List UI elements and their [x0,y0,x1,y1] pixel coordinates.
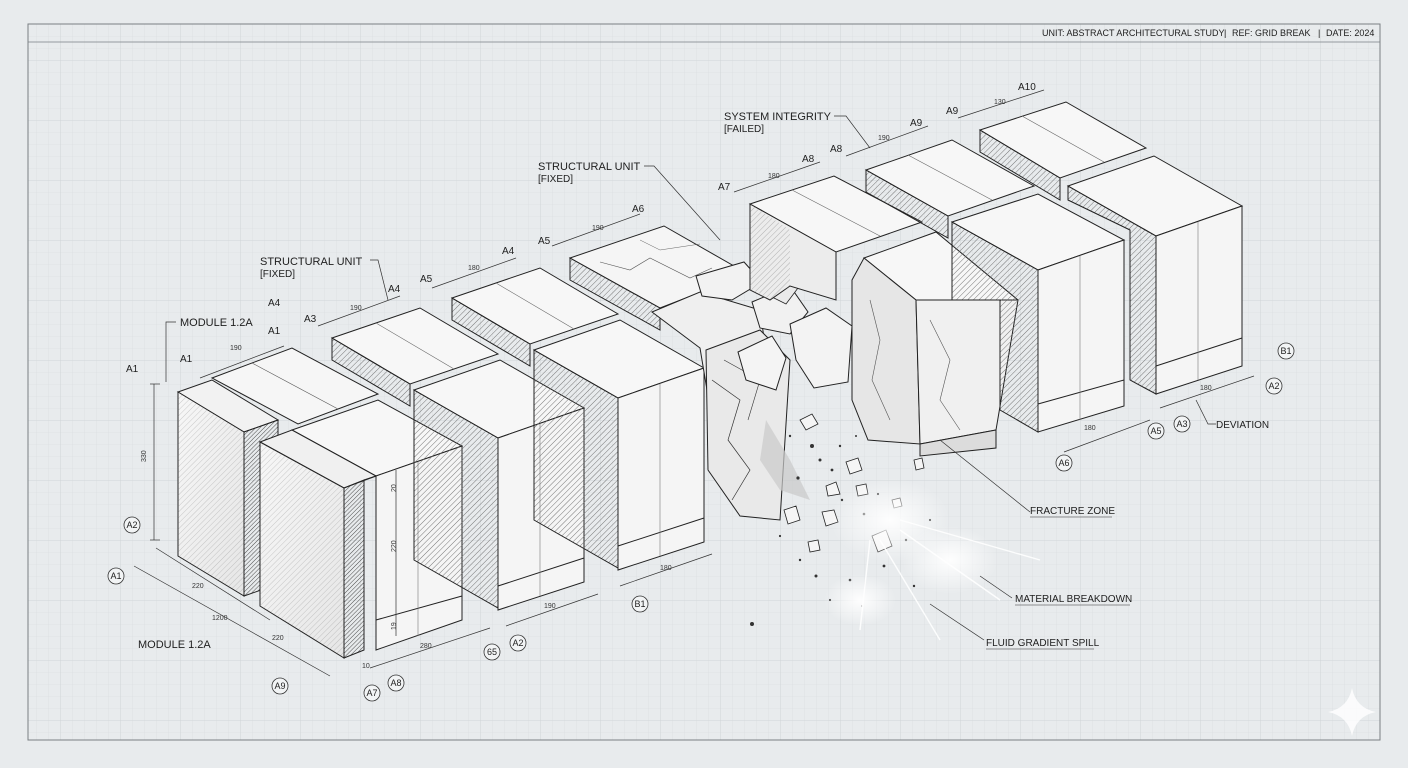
marker-text: 65 [487,647,497,657]
svg-text:|: | [1318,28,1320,38]
grid-label: A5 [420,274,433,285]
dim-value: 180 [468,265,480,272]
dim-value: 190 [230,345,242,352]
dim-value: 180 [1200,385,1212,392]
grid-label: A4 [388,284,401,295]
block-a1-back [210,347,380,425]
dim-value: 220 [192,583,204,590]
block-a9-front [950,193,1126,433]
circled-markers [107,342,1295,702]
grid-label: A8 [802,154,815,165]
label-module-top: MODULE 1.2A [180,317,253,329]
grid-label: A3 [304,314,317,325]
dim-value: 1200 [212,615,228,622]
grid-label: A1 [268,326,281,337]
dim-value: 130 [994,99,1006,106]
label-material-breakdown: MATERIAL BREAKDOWN [1015,594,1132,605]
label-structural-2: STRUCTURAL UNIT [538,161,641,173]
dim-value: 19 [391,622,398,630]
marker-text: A2 [126,520,137,530]
marker-text: A1 [110,571,121,581]
header-ref: REF: GRID BREAK [1232,28,1311,38]
svg-text:A4: A4 [502,246,515,257]
header-unit: UNIT: ABSTRACT ARCHITECTURAL STUDY [1042,28,1225,38]
marker-text: A7 [366,688,377,698]
label-module-bottom: MODULE 1.2A [138,639,211,651]
grid-label: A7 [718,182,731,193]
marker-text: A3 [1176,419,1187,429]
dim-value: 190 [878,135,890,142]
label-deviation: DEVIATION [1216,420,1269,431]
dim-value: 180 [768,173,780,180]
dim-value: 280 [420,643,432,650]
label-structural-2-status: [FIXED] [538,174,573,185]
label-fluid-spill: FLUID GRADIENT SPILL [986,638,1100,649]
label-system-integrity: SYSTEM INTEGRITY [724,111,832,123]
block-a9 [864,139,1036,239]
block-a5 [450,267,620,367]
grid-label-left: A1 [126,364,139,375]
grid-label: A9 [910,118,923,129]
dim-value: 220 [272,635,284,642]
block-a8-tall [748,175,924,301]
marker-text: B1 [634,599,645,609]
marker-text: A5 [1150,426,1161,436]
dim-value: 220 [391,540,398,552]
grid-label: A1 [180,354,193,365]
dim-value: 180 [660,565,672,572]
dimension-values: 190 190 180 190 180 190 130 180 220 1200… [141,99,1212,670]
marker-text: A8 [390,678,401,688]
grid-label: A8 [830,144,843,155]
label-fracture-zone: FRACTURE ZONE [1030,506,1115,517]
grid-label: A5 [538,236,551,247]
grid-labels-top: A1 A1 A3 A4 A4 A5 A5 A6 A7 A8 A8 A9 A9 A… [126,82,1036,375]
dim-value: 190 [592,225,604,232]
dim-value: 330 [141,450,148,462]
sparkle-icon [1328,688,1376,736]
frame-border [27,23,1381,741]
fracture-zone [651,261,1041,641]
grid-label: A10 [1018,82,1036,93]
svg-text:|: | [1224,28,1226,38]
block-a3 [330,307,500,407]
marker-text: A2 [512,638,523,648]
header-bar: UNIT: ABSTRACT ARCHITECTURAL STUDY | REF… [1042,28,1374,38]
dim-value: 10 [362,663,370,670]
block-a10-front [1066,155,1244,395]
marker-text: B1 [1280,346,1291,356]
dim-value: 20 [391,484,398,492]
circled-marker-text: A2 A1 A9 A7 A8 65 A2 B1 A6 A5 A3 A2 B1 [110,346,1291,698]
label-integrity-status: [FAILED] [724,124,764,135]
block-a6 [532,319,706,571]
dim-value: 180 [1084,425,1096,432]
grid-label: A9 [946,106,959,117]
label-structural-1-status: [FIXED] [260,269,295,280]
grid-label: A4 [268,298,281,309]
marker-text: A2 [1268,381,1279,391]
label-structural-1: STRUCTURAL UNIT [260,256,363,268]
block-a10 [978,101,1148,201]
callout-labels: MODULE 1.2A MODULE 1.2A STRUCTURAL UNIT … [138,111,1269,651]
marker-text: A9 [274,681,285,691]
dim-value: 190 [350,305,362,312]
header-date: DATE: 2024 [1326,28,1374,38]
dimension-lines [133,89,1255,677]
grid-label: A6 [632,204,645,215]
marker-text: A6 [1058,458,1069,468]
dim-value: 190 [544,603,556,610]
